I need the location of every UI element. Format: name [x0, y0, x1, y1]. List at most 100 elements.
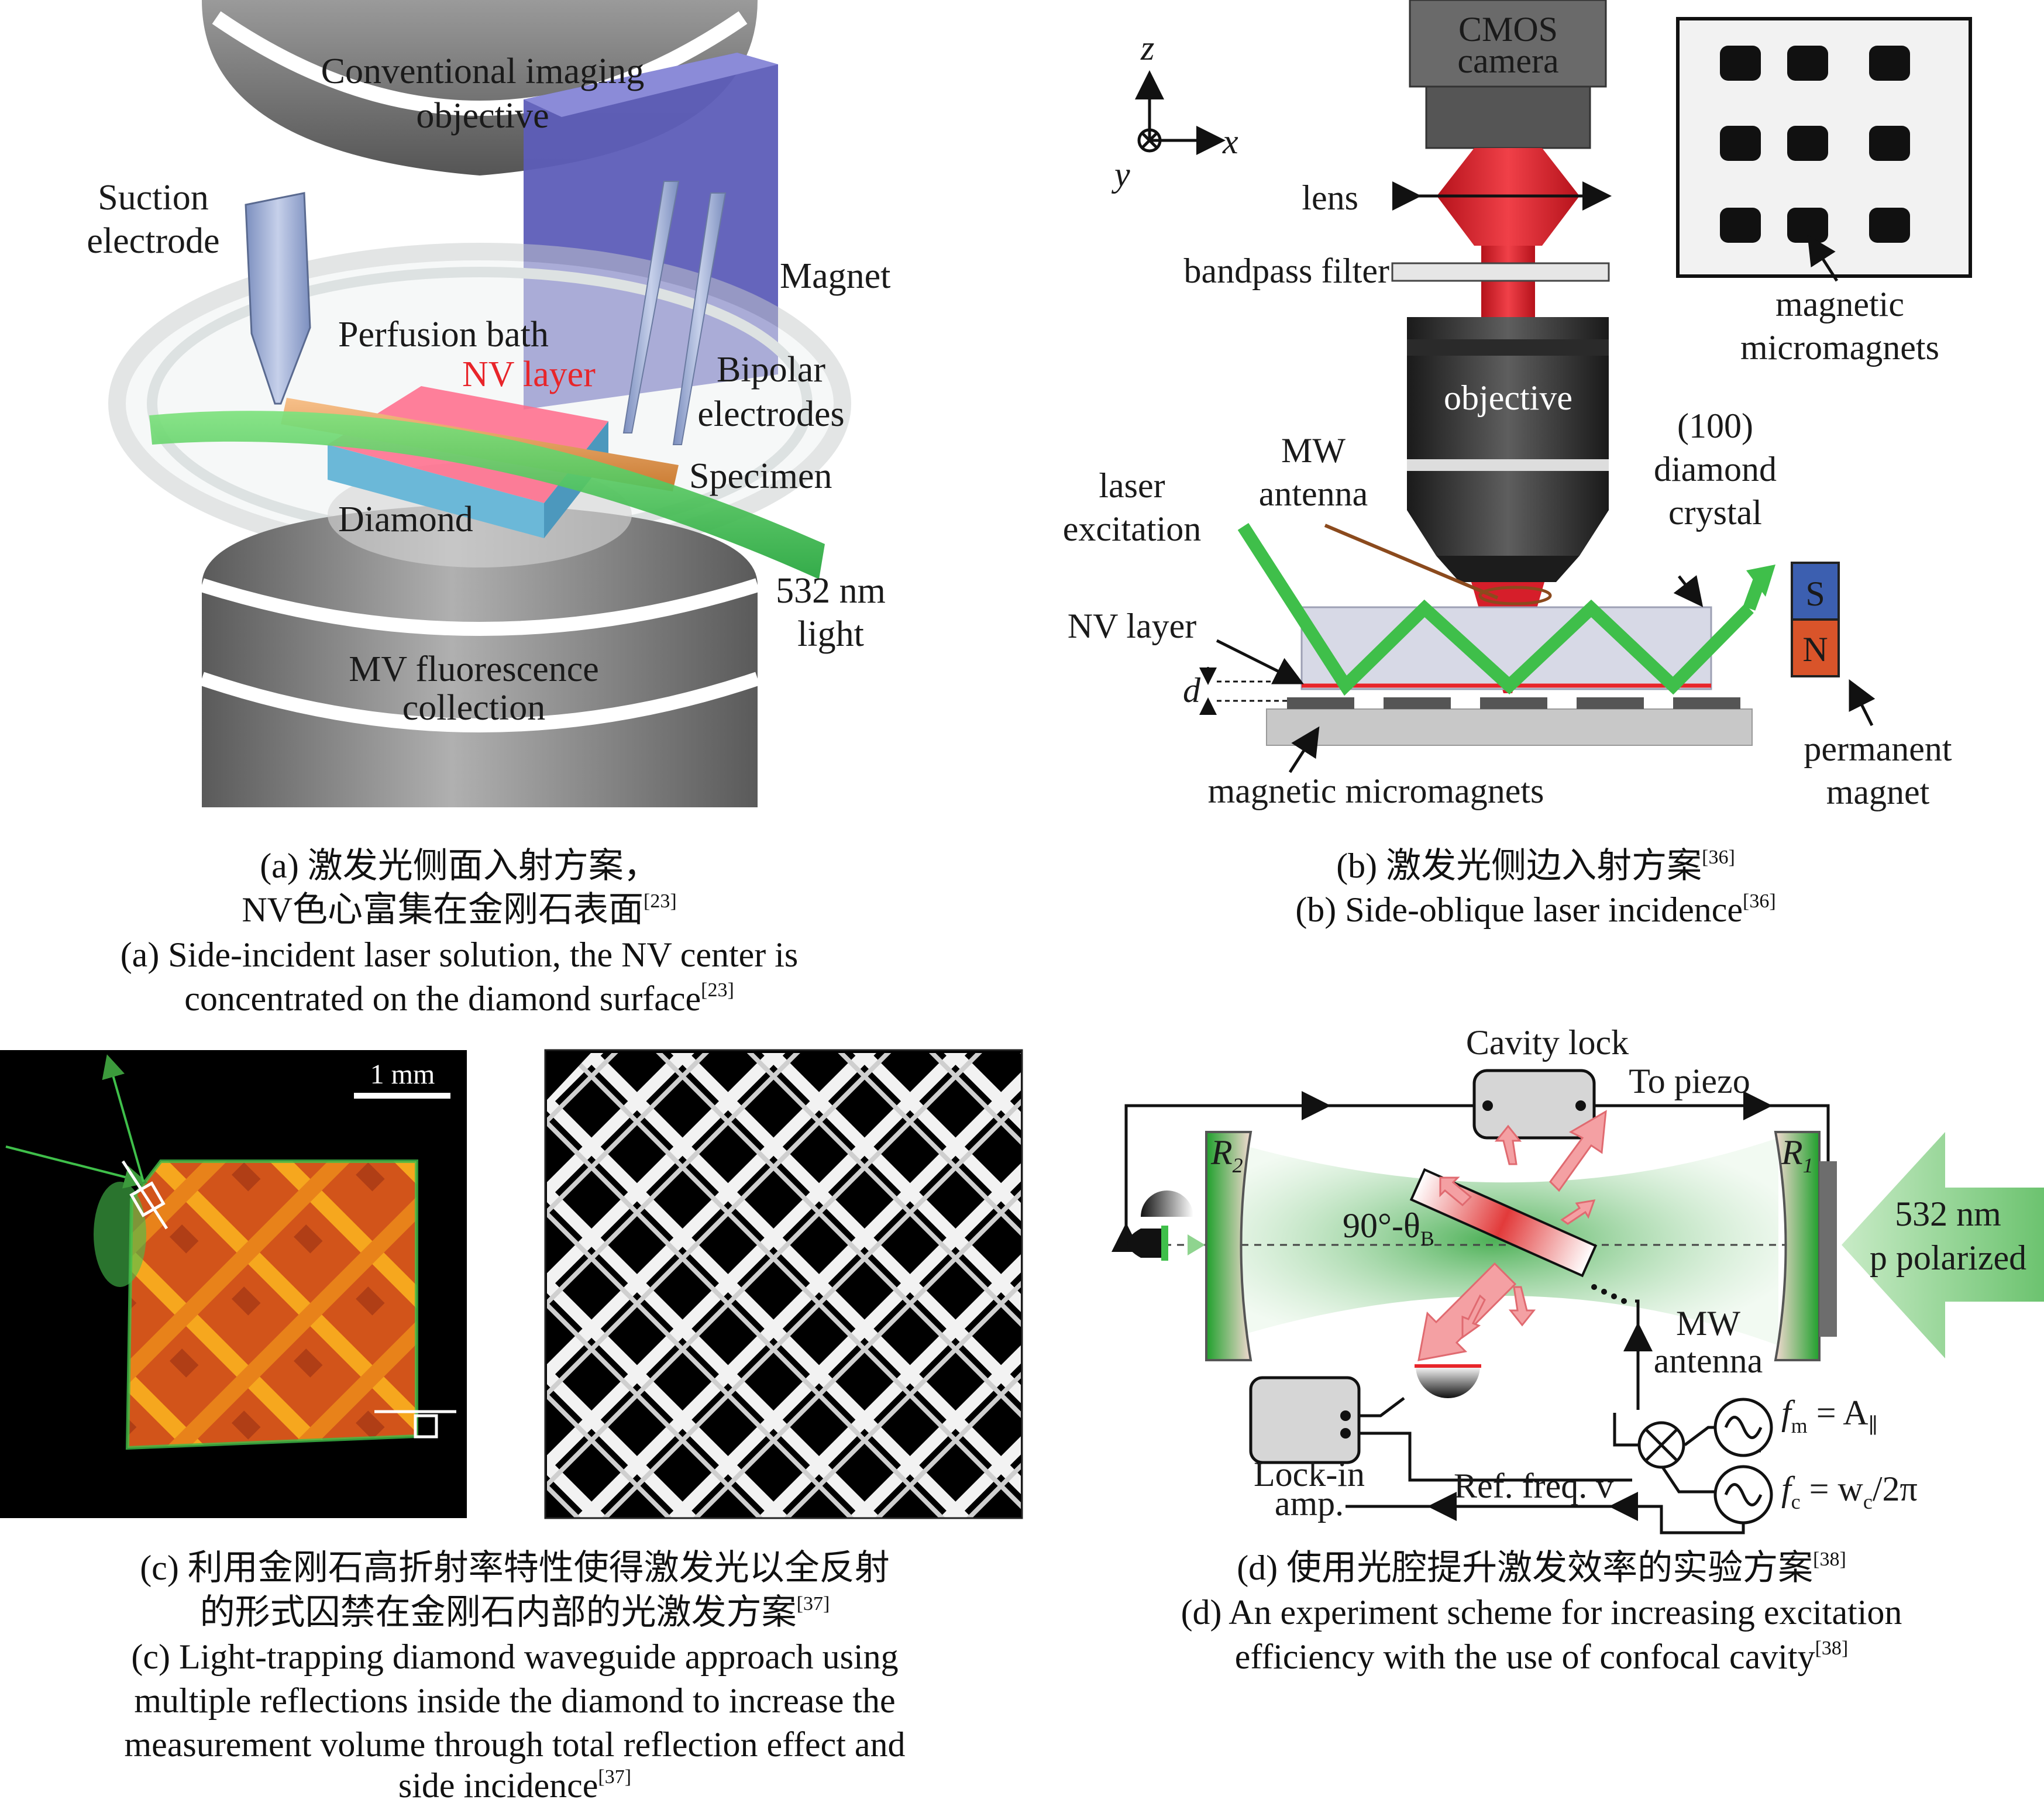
- label-light-2: light: [797, 614, 864, 654]
- waveguide-mesh: [547, 1053, 1021, 1518]
- label-specimen: Specimen: [689, 456, 832, 496]
- caption-a-zh-2: NV色心富集在金刚石表面[23]: [242, 890, 676, 929]
- label-lockin-1: Lock-in: [1254, 1455, 1365, 1494]
- bipolar-electrode-2: [672, 192, 727, 445]
- caption-c-en-1: (c) Light-trapping diamond waveguide app…: [131, 1637, 898, 1676]
- micromagnet: [1384, 697, 1451, 709]
- caption-a-zh-1: (a) 激发光侧面入射方案，: [260, 847, 659, 885]
- label-collection-2: collection: [402, 688, 545, 728]
- caption-c-zh-1: (c) 利用金刚石高折射率特性使得激发光以全反射: [140, 1549, 890, 1587]
- cavity-mode: [1208, 1135, 1778, 1346]
- label-objective-1: Conventional imaging: [321, 51, 645, 91]
- magnet-s-pole: [1791, 562, 1840, 621]
- caption-c-en-2: multiple reflections inside the diamond …: [134, 1681, 895, 1720]
- detector-body: [1127, 1229, 1161, 1258]
- label-magnet: Magnet: [780, 256, 890, 296]
- transmission-detector: [1141, 1190, 1193, 1217]
- scale-label: 1 mm: [370, 1059, 435, 1090]
- label-fc: fc = wc/2π: [1781, 1470, 1918, 1513]
- lock-in-amplifier: [1249, 1376, 1361, 1464]
- label-crystal-1: (100): [1677, 407, 1753, 445]
- cavity-lock-box: [1472, 1069, 1596, 1140]
- label-suction-2: electrode: [87, 221, 219, 261]
- label-crystal-2: diamond: [1654, 450, 1777, 488]
- label-to-piezo: To piezo: [1629, 1062, 1750, 1100]
- label-cmos-1: CMOS: [1458, 10, 1558, 49]
- label-laser-2: excitation: [1063, 510, 1202, 548]
- label-pump-1: 532 nm: [1895, 1195, 2001, 1233]
- axis-y: y: [1111, 155, 1130, 194]
- label-micromagnets-bottom: magnetic micromagnets: [1208, 772, 1544, 810]
- label-objective: objective: [1444, 379, 1572, 417]
- cmos-camera: [1409, 0, 1607, 88]
- label-n-pole: N: [1802, 630, 1828, 669]
- caption-c-en-3: measurement volume through total reflect…: [124, 1725, 905, 1764]
- orange-diamond-image: [128, 1161, 417, 1448]
- diamond-side: [328, 445, 544, 538]
- fluorescence-arrows: [1417, 1110, 1607, 1361]
- caption-a-en-1: (a) Side-incident laser solution, the NV…: [121, 935, 799, 974]
- pump-arrow: [1842, 1132, 2044, 1358]
- fluorescence-detector: [1416, 1366, 1480, 1398]
- label-collection-1: MV fluorescence: [349, 649, 599, 689]
- label-lens: lens: [1302, 178, 1358, 217]
- suction-electrode: [245, 192, 311, 405]
- label-mw-2: antenna: [1654, 1341, 1763, 1380]
- label-r2: R2: [1210, 1133, 1243, 1177]
- label-ref-freq: Ref. freq. v: [1454, 1467, 1613, 1505]
- micromagnet: [1673, 697, 1740, 709]
- label-bipolar-1: Bipolar: [717, 350, 825, 390]
- label-diamond: Diamond: [338, 500, 473, 539]
- label-nv-layer: NV layer: [1068, 607, 1197, 645]
- label-objective-2: objective: [416, 96, 549, 136]
- bandpass-filter: [1391, 262, 1610, 282]
- label-crystal-3: crystal: [1668, 493, 1762, 532]
- caption-c-zh-2: 的形式囚禁在金刚石内部的光激发方案[37]: [200, 1593, 830, 1632]
- collection-cylinder: [202, 503, 758, 807]
- label-cmos-2: camera: [1457, 42, 1558, 80]
- label-mw-1: MW: [1676, 1304, 1740, 1343]
- label-nv-layer: NV layer: [462, 355, 596, 394]
- label-r1: R1: [1781, 1133, 1814, 1177]
- label-laser-1: laser: [1099, 466, 1165, 505]
- micromagnet: [1577, 697, 1644, 709]
- mirror-r2: [1205, 1131, 1252, 1361]
- label-fm: fm = A∥: [1781, 1393, 1878, 1437]
- bipolar-electrode-1: [622, 181, 680, 433]
- label-micromagnets-top-2: micromagnets: [1740, 328, 1939, 367]
- mirror-r1: [1774, 1131, 1821, 1361]
- label-mw-1: MW: [1281, 431, 1346, 470]
- label-light-1: 532 nm: [776, 571, 886, 611]
- label-micromagnets-top-1: magnetic: [1775, 285, 1904, 324]
- label-suction-1: Suction: [98, 178, 208, 218]
- caption-d-en-1: (d) An experiment scheme for increasing …: [1181, 1593, 1902, 1632]
- caption-d-zh: (d) 使用光腔提升激发效率的实验方案[38]: [1237, 1549, 1846, 1587]
- piezo: [1819, 1161, 1837, 1337]
- substrate: [1266, 708, 1753, 746]
- axis-z: z: [1140, 29, 1154, 67]
- caption-a-en-2: concentrated on the diamond surface[23]: [184, 979, 734, 1018]
- label-permanent-1: permanent: [1804, 730, 1952, 768]
- micromagnet: [1480, 697, 1547, 709]
- label-cavity-lock: Cavity lock: [1466, 1023, 1629, 1062]
- label-angle: 90°-θB: [1343, 1206, 1434, 1250]
- caption-b-en: (b) Side-oblique laser incidence[36]: [1295, 890, 1775, 929]
- mw-antenna-wire: [1324, 524, 1499, 600]
- laser-zigzag: [1237, 523, 1754, 696]
- panel-d-confocal-cavity: Cavity lock To piezo R2 R1 90°-θB 532 nm…: [1112, 1023, 2044, 1676]
- label-bipolar-2: electrodes: [697, 394, 844, 434]
- panel-a-side-incident-setup: Conventional imaging objective Suction e…: [87, 0, 890, 1018]
- label-s-pole: S: [1805, 574, 1825, 613]
- label-d: d: [1183, 671, 1201, 710]
- label-mw-2: antenna: [1259, 474, 1368, 513]
- axis-x: x: [1222, 122, 1238, 161]
- label-lockin-2: amp.: [1275, 1484, 1344, 1523]
- caption-c-en-4: side incidence[37]: [398, 1766, 631, 1803]
- inset-magnet-grid: [1720, 46, 1910, 243]
- label-pump-2: p polarized: [1870, 1238, 2026, 1277]
- caption-b-zh: (b) 激发光侧边入射方案[36]: [1336, 847, 1735, 885]
- magnet-n-pole: [1791, 618, 1840, 677]
- label-perfusion: Perfusion bath: [338, 315, 549, 355]
- laser-beam-532: [149, 411, 825, 579]
